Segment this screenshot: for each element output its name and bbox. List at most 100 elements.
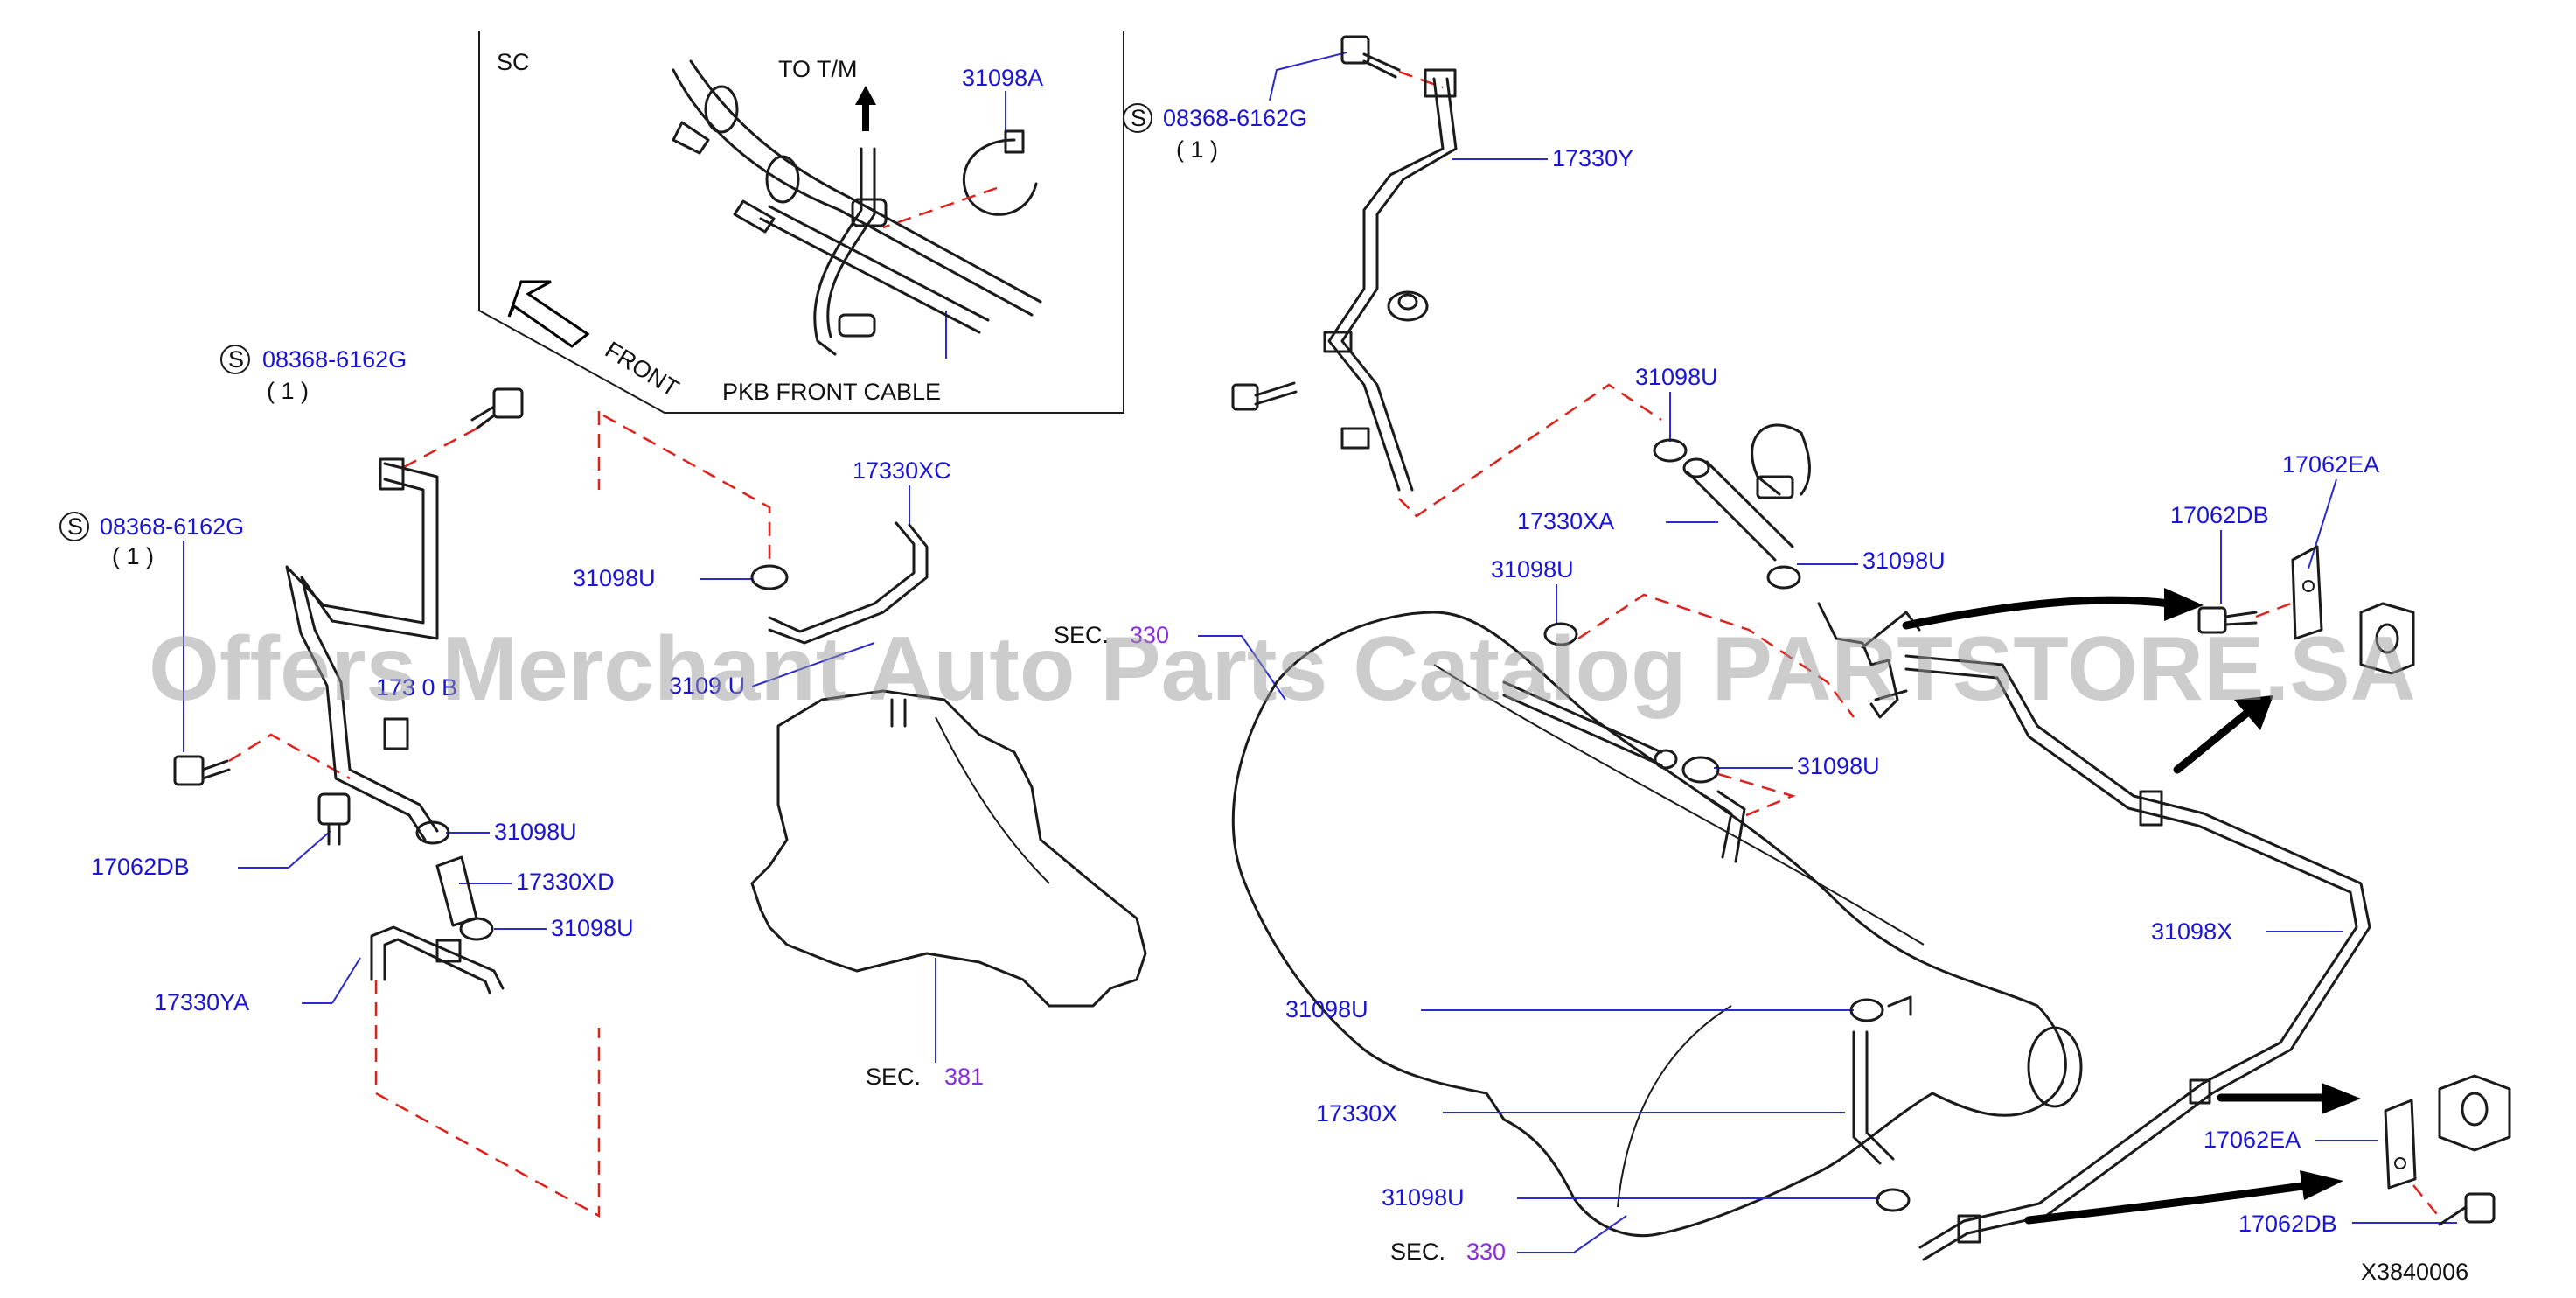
- label-31098U-c[interactable]: 31098U: [1491, 556, 1574, 583]
- pipe-31098X: [1904, 654, 2371, 1261]
- label-08368-6162G-b[interactable]: 08368-6162G: [262, 346, 407, 373]
- clip-31098U-g-icon[interactable]: [1681, 756, 1720, 784]
- bolt-left-top-icon[interactable]: [470, 387, 524, 430]
- bushing-17062EA-a-icon[interactable]: [2359, 602, 2415, 675]
- transmission-case: [750, 689, 1147, 1008]
- arrow-to-bracket-b: [2024, 1181, 2313, 1225]
- label-17062EA-b[interactable]: 17062EA: [2204, 1127, 2301, 1153]
- label-31098U-h[interactable]: 31098U: [1285, 996, 1368, 1022]
- inset-hose-assembly: [672, 59, 1042, 356]
- label-17330YA[interactable]: 17330YA: [154, 989, 249, 1015]
- label-31098U-f[interactable]: 31098U: [573, 565, 656, 591]
- diagram-code: X3840006: [2361, 1259, 2468, 1285]
- label-17330XD[interactable]: 17330XD: [516, 869, 615, 895]
- label-17330Y[interactable]: 17330Y: [1552, 145, 1633, 171]
- arrowhead-a-icon: [2164, 588, 2204, 621]
- clip-31098U-c-icon[interactable]: [1543, 622, 1578, 646]
- tube-17330XC: [768, 521, 929, 645]
- inset-variant-label: SC: [497, 49, 530, 75]
- clip-31098U-d-icon[interactable]: [415, 820, 450, 845]
- bracket-17062EA-b-icon[interactable]: [2384, 1099, 2417, 1190]
- clip-31098U-e-icon[interactable]: [459, 917, 494, 941]
- label-17330XC[interactable]: 17330XC: [853, 457, 951, 484]
- label-08368-6162G-a[interactable]: 08368-6162G: [1163, 105, 1307, 131]
- clip-31098U-b-icon[interactable]: [1766, 565, 1801, 590]
- label-17330XB-partial[interactable]: 173 0 B: [376, 674, 457, 701]
- sec-330-partial-number[interactable]: 330: [1130, 622, 1169, 648]
- dash-right-mid: [1577, 593, 1855, 718]
- inset-front-label: FRONT: [601, 337, 684, 402]
- s-symbol-3: S: [67, 513, 83, 540]
- watermark-text: Offers Merchant Auto Parts Catalog PARTS…: [149, 618, 2416, 720]
- label-17330XA[interactable]: 17330XA: [1517, 508, 1614, 534]
- clip-31098U-f-icon[interactable]: [750, 564, 789, 590]
- dash-17062-a: [2255, 602, 2292, 618]
- s-circle-1: [1123, 103, 1152, 133]
- label-17062DB-c[interactable]: 17062DB: [91, 854, 190, 880]
- bolt-17062DB-a-icon[interactable]: [2197, 606, 2258, 634]
- leader-17062EA-a: [2308, 478, 2337, 569]
- label-31098U-g[interactable]: 31098U: [1797, 753, 1880, 779]
- clip-31098U-i-icon[interactable]: [1876, 1188, 1911, 1212]
- s-symbol-1: S: [1131, 105, 1146, 131]
- label-08368-6162G-c[interactable]: 08368-6162G: [100, 513, 244, 540]
- transfer-case: [1231, 611, 2083, 1238]
- bolt-17062DB-b-icon[interactable]: [2438, 1192, 2496, 1226]
- label-17062DB-b[interactable]: 17062DB: [2238, 1211, 2337, 1237]
- leader-sec-330: [1517, 1215, 1627, 1253]
- label-31098U-b[interactable]: 31098U: [1862, 548, 1946, 574]
- qty-b: ( 1 ): [267, 378, 309, 404]
- tube-17330YA: [370, 925, 505, 994]
- dash-top-bolt: [1398, 70, 1444, 89]
- inset-dash-line: [882, 186, 998, 229]
- bolt-left-low-icon[interactable]: [173, 755, 231, 786]
- sec-381-number[interactable]: 381: [944, 1064, 984, 1090]
- label-31098U-e[interactable]: 31098U: [551, 915, 634, 941]
- label-31098U-a[interactable]: 31098U: [1635, 364, 1718, 390]
- s-circle-3: [59, 512, 89, 541]
- clip-31098U-h-icon[interactable]: [1849, 995, 1912, 1022]
- sec-381-label: SEC.: [866, 1064, 921, 1090]
- inset-frame: [478, 31, 1124, 414]
- bracket-17062EA-a-icon[interactable]: [2291, 545, 2323, 640]
- inset-pkb-label: PKB FRONT CABLE: [722, 379, 941, 405]
- label-31098U-partial[interactable]: 3109 U: [669, 673, 745, 699]
- clip-31098A-icon[interactable]: [962, 129, 1038, 216]
- label-17062EA-a[interactable]: 17062EA: [2282, 451, 2379, 478]
- dash-left-bottom: [374, 980, 601, 1218]
- clip-31098U-a-icon[interactable]: [1653, 438, 1688, 463]
- label-31098X[interactable]: 31098X: [2151, 918, 2232, 945]
- dash-left-top: [401, 427, 477, 470]
- tube-17330XA: [1682, 457, 1794, 562]
- front-arrow-icon: [507, 280, 590, 348]
- leader-08368-a: [1269, 52, 1347, 101]
- label-31098U-d[interactable]: 31098U: [494, 819, 577, 845]
- bushing-17062EA-b-icon[interactable]: [2438, 1074, 2511, 1152]
- arrowhead-d-icon: [2300, 1170, 2343, 1200]
- dash-center-top: [597, 411, 771, 560]
- sec-330-partial-label: SEC.: [1054, 622, 1109, 648]
- hose-17330XD-icon[interactable]: [435, 855, 478, 927]
- sec-330-number[interactable]: 330: [1466, 1239, 1506, 1265]
- grommet-top-icon[interactable]: [1387, 290, 1429, 322]
- qty-c: ( 1 ): [112, 543, 154, 569]
- tube-17330Y: [1323, 68, 1458, 492]
- clamp-ring-icon[interactable]: [1751, 423, 1811, 499]
- bolt-top-icon[interactable]: [1340, 35, 1401, 79]
- label-31098A[interactable]: 31098A: [962, 65, 1043, 91]
- label-31098U-i[interactable]: 31098U: [1382, 1184, 1465, 1211]
- leader-31098U-partial: [751, 642, 875, 687]
- to-tm-arrow-icon: [855, 86, 876, 131]
- label-17330X[interactable]: 17330X: [1316, 1100, 1397, 1127]
- leader-sec-330-partial: [1198, 635, 1286, 701]
- dash-17062-b: [2412, 1184, 2440, 1218]
- bolt-mid-icon[interactable]: [1231, 381, 1298, 411]
- arrow-to-bushing-a: [1902, 596, 2173, 630]
- hose-17330X: [1852, 1030, 1895, 1165]
- label-17062DB-a[interactable]: 17062DB: [2170, 502, 2269, 528]
- sec-330-label: SEC.: [1390, 1239, 1445, 1265]
- s-circle-2: [220, 345, 250, 374]
- arrow-up-right: [2173, 708, 2252, 774]
- bolt-17062DB-c-icon[interactable]: [317, 792, 351, 846]
- leader-17330YA-2: [331, 957, 361, 1004]
